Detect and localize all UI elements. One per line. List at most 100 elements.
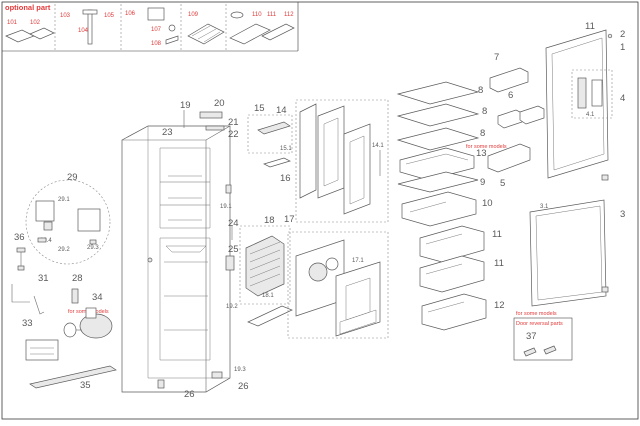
foot-right [211, 371, 223, 379]
label-102: 102 [30, 20, 41, 26]
crisper-drawer-10 [401, 191, 477, 227]
freezer-drawer-2 [419, 255, 485, 293]
compressor-area: 29 29.1 29.4 29.2 29.3 36 31 28 for some… [11, 172, 117, 391]
optional-parts-strip: optional part 101 102 103 104 105 106 10… [2, 2, 299, 52]
callout-24: 24 [228, 218, 239, 229]
callout-22: 22 [228, 129, 239, 140]
optional-part-title: optional part [5, 3, 51, 12]
callout-29: 29 [67, 172, 78, 183]
fan-panel-group: 17 17.1 [284, 214, 389, 339]
control-panel-group: 15 15.1 16 [247, 103, 293, 184]
freezer-small-parts: 19.1 24 25 19.2 [220, 184, 293, 327]
callout-18: 18 [264, 215, 275, 226]
callout-6: 6 [508, 90, 513, 101]
part-107 [168, 24, 176, 32]
callout-13: 13 [476, 148, 487, 159]
callout-8-c: 8 [480, 128, 485, 139]
part-108 [165, 35, 179, 45]
label-17-1: 17.1 [352, 258, 364, 264]
label-14-1: 14.1 [372, 143, 384, 149]
callout-36: 36 [14, 232, 25, 243]
callout-4: 4 [620, 93, 625, 104]
drain-tube [11, 284, 30, 303]
label-19-3: 19.3 [234, 367, 246, 373]
control-housing [257, 121, 291, 135]
label-109: 109 [188, 12, 199, 18]
label-112: 112 [284, 12, 294, 18]
note-door-reversal: Door reversal parts [516, 321, 563, 327]
callout-9: 9 [480, 177, 485, 188]
note-reversal-models: for some models [516, 311, 557, 317]
label-19-2: 19.2 [226, 304, 238, 310]
shelves-drawers: 8 8 8 for some models 13 9 10 11 11 12 [396, 81, 507, 331]
group-14-box [295, 99, 389, 223]
cabinet-outer [121, 125, 231, 393]
callout-15: 15 [254, 103, 265, 114]
callout-11-door: 11 [585, 21, 595, 32]
label-4-1: 4.1 [586, 112, 595, 118]
fan-blade [308, 262, 328, 282]
crisper-tray-13 [399, 147, 475, 181]
label-15-1: 15.1 [280, 146, 292, 152]
duct-panel-mid [317, 105, 345, 199]
callout-10: 10 [482, 198, 493, 209]
freezer-door [529, 199, 607, 307]
evaporator-group: 18 18.1 [239, 215, 291, 305]
label-29-2: 29.2 [58, 247, 70, 253]
starter-unit [77, 208, 101, 232]
label-3-1: 3.1 [540, 204, 549, 210]
part-101 [5, 29, 35, 43]
freezer-back-panel [335, 261, 381, 337]
evaporator [245, 235, 285, 297]
duct-panel-front [343, 123, 371, 215]
label-105: 105 [104, 13, 115, 19]
capacitor [71, 288, 79, 304]
part-105 [82, 9, 98, 15]
door-bin-6a [497, 109, 523, 129]
callout-28: 28 [72, 273, 83, 284]
cabinet-body: 23 19 26 26 19.3 [121, 100, 249, 400]
freezer-drawer-1 [419, 225, 485, 263]
label-103: 103 [60, 13, 71, 19]
hinge-cover [199, 111, 223, 119]
callout-11-a: 11 [492, 229, 502, 240]
callout-5: 5 [500, 178, 505, 189]
callout-12: 12 [494, 300, 505, 311]
part-109 [187, 23, 225, 45]
part-106 [147, 7, 165, 21]
air-duct-group: 14 14.1 [276, 99, 389, 223]
label-19-1: 19.1 [220, 204, 232, 210]
group-4-box [571, 69, 613, 119]
callout-25: 25 [228, 244, 239, 255]
adjustable-foot [16, 247, 26, 253]
callout-7: 7 [494, 52, 499, 63]
relay-box [35, 200, 55, 222]
callout-2: 2 [620, 29, 625, 40]
door-reversal-box [513, 317, 573, 361]
display-board [577, 77, 587, 109]
freezer-cover-19-2 [247, 305, 293, 327]
callout-37: 37 [526, 331, 537, 342]
label-110: 110 [252, 12, 262, 18]
label-18-1: 18.1 [262, 293, 274, 299]
group-18-box [239, 225, 291, 305]
door-bin-7 [489, 67, 529, 93]
callout-3: 3 [620, 209, 625, 220]
callout-33: 33 [22, 318, 33, 329]
foot-left [157, 379, 165, 389]
callout-26-right: 26 [238, 381, 249, 392]
freezer-drawer-12 [421, 293, 487, 331]
crisper-cover-9 [397, 171, 479, 193]
callout-23: 23 [162, 127, 173, 138]
label-29-3: 29.3 [87, 245, 99, 251]
group-15-box [247, 114, 293, 154]
thermostat [263, 157, 291, 168]
label-107: 107 [151, 27, 162, 33]
callout-11-b: 11 [494, 258, 504, 269]
reversal-hinge-a [523, 347, 537, 357]
callout-21: 21 [228, 117, 239, 128]
callout-1: 1 [620, 42, 625, 53]
door-bin-5 [487, 143, 531, 173]
